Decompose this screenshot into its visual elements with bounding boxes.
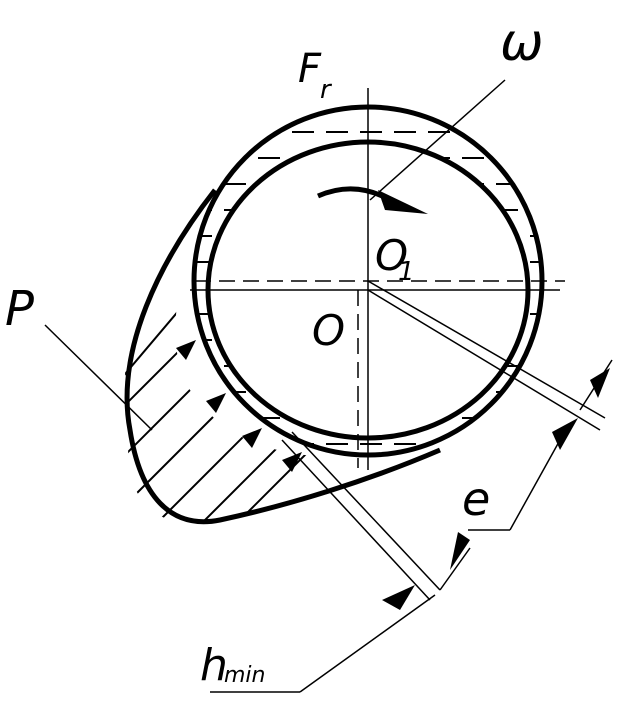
min-film-dimension <box>210 431 471 693</box>
pressure-leader <box>44 324 153 431</box>
min-film-label-sub: min <box>224 663 266 688</box>
oil-film-hatch <box>194 131 542 445</box>
center-lines <box>190 88 565 470</box>
pressure-envelope <box>124 188 441 525</box>
pressure-arrow-3 <box>242 428 262 448</box>
omega-label: ω <box>500 13 544 73</box>
center-bearing-label: O <box>375 231 408 280</box>
curved-arrow-icon <box>317 186 428 214</box>
pressure-arrow-2 <box>206 393 226 413</box>
min-film-arrow-top <box>450 532 470 570</box>
min-film-label: h <box>200 640 228 691</box>
pressure-arrows <box>176 340 302 472</box>
center-shaft-label: O <box>312 306 345 355</box>
min-film-arrow-bottom <box>382 585 415 610</box>
eccentricity-arrow-bottom <box>552 418 578 450</box>
eccentricity-label: e <box>462 472 490 526</box>
force-label-sub: r <box>320 75 333 105</box>
center-bearing-label-sub: 1 <box>398 257 415 287</box>
pressure-arrow-1 <box>176 340 196 360</box>
pressure-label: P <box>5 281 34 337</box>
omega-leader <box>369 79 506 201</box>
eccentricity-arrow-top <box>590 368 610 398</box>
force-label: F <box>298 46 322 92</box>
